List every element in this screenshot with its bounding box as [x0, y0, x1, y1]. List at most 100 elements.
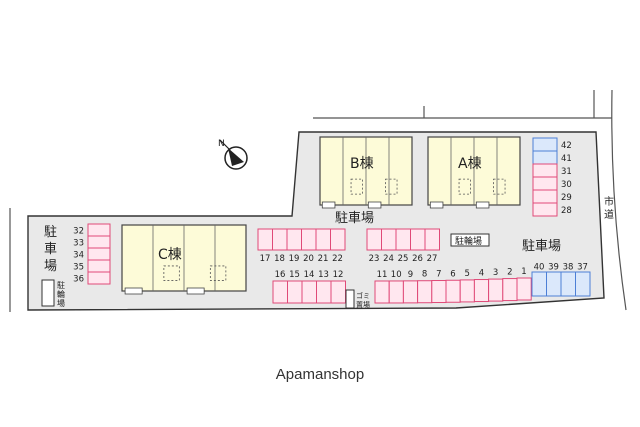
parking-spot-number: 22 [332, 254, 343, 264]
parking-spot-36: 36 [73, 271, 111, 285]
parking-spot-22: 22 [330, 228, 346, 264]
right-road-edge [611, 89, 627, 311]
parking-spot-number: 9 [408, 270, 413, 280]
road-label-1: 市 [604, 195, 614, 208]
building-a: A棟 [427, 136, 521, 209]
parking-spot-number: 15 [289, 270, 300, 280]
north-arrow-icon: N [218, 139, 248, 170]
parking-spot-number: 21 [318, 254, 329, 264]
parking-spot-number: 37 [577, 263, 588, 273]
parking-spot-27: 27 [424, 228, 440, 264]
parking-spot-number: 29 [561, 193, 572, 203]
parking-spot-number: 12 [333, 270, 344, 280]
parking-spot-number: 19 [289, 254, 300, 264]
parking-spot-15: 15 [287, 270, 303, 304]
parking-spot-number: 31 [561, 167, 572, 177]
parking-spot-10: 10 [388, 270, 404, 304]
parking-spot-12: 12 [330, 270, 346, 304]
parking-spot-13: 13 [316, 270, 332, 304]
parking-spot-number: 17 [260, 254, 271, 264]
bike-parking-center [450, 233, 490, 247]
svg-text:輪: 輪 [57, 289, 65, 299]
parking-spot-number: 35 [73, 263, 84, 273]
parking-spot-number: 26 [412, 254, 423, 264]
parking-spot-number: 23 [369, 254, 380, 264]
parking-spot-number: 24 [383, 254, 394, 264]
parking-spot-29: 29 [532, 189, 572, 204]
garbage-label-1: ゴミ [356, 291, 370, 300]
building-name: A棟 [458, 156, 482, 172]
parking-spot-35: 35 [73, 259, 111, 273]
road-label-2: 道 [604, 208, 614, 221]
parking-spot-number: 8 [422, 270, 427, 280]
parking-spot-number: 40 [534, 263, 545, 273]
lot-label-left: 駐 車 場 [44, 225, 57, 274]
parking-spot-8: 8 [417, 270, 433, 304]
parking-spot-26: 26 [410, 228, 426, 264]
parking-spot-number: 38 [563, 263, 574, 273]
parking-spot-number: 33 [73, 239, 84, 249]
garbage-area [345, 289, 355, 309]
parking-spot-16: 16 [272, 270, 288, 304]
building-name: B棟 [350, 156, 374, 172]
parking-spot-19: 19 [286, 228, 302, 264]
parking-spot-25: 25 [395, 228, 411, 264]
parking-spot-34: 34 [73, 247, 111, 261]
garbage-label-2: 置場 [356, 300, 370, 309]
parking-spot-number: 42 [561, 141, 572, 151]
lot-label-right: 駐車場 [522, 239, 561, 254]
parking-spot-number: 6 [450, 269, 455, 279]
parking-spot-21: 21 [315, 228, 331, 264]
parking-spot-number: 3 [493, 268, 498, 278]
parking-spot-20: 20 [301, 228, 317, 264]
parking-spot-number: 39 [548, 263, 559, 273]
parking-spot-11: 11 [374, 270, 390, 304]
svg-text:駐: 駐 [57, 280, 65, 290]
parking-spot-14: 14 [301, 270, 317, 304]
parking-spot-number: 30 [561, 180, 572, 190]
svg-text:N: N [218, 139, 225, 149]
svg-text:場: 場 [57, 298, 65, 308]
parking-spot-24: 24 [381, 228, 397, 264]
lot-label-left-3: 場 [44, 259, 57, 274]
building-c: C棟 [121, 224, 247, 295]
parking-spot-number: 36 [73, 275, 84, 285]
parking-spot-18: 18 [272, 228, 288, 264]
parking-spot-number: 7 [436, 270, 441, 280]
parking-spot-number: 18 [274, 254, 285, 264]
lot-label-left-1: 駐 [44, 225, 57, 240]
parking-spot-number: 14 [304, 270, 315, 280]
parking-spot-number: 5 [464, 269, 469, 279]
lot-label-left-2: 車 [44, 242, 57, 257]
credit-text: Apamanshop [275, 366, 365, 383]
parking-spot-17: 17 [257, 228, 273, 264]
parking-spot-number: 20 [303, 254, 314, 264]
parking-spot-32: 32 [73, 223, 111, 237]
parking-spot-39: 39 [546, 263, 562, 297]
parking-spot-number: 32 [73, 227, 84, 237]
parking-spot-number: 27 [427, 254, 438, 264]
parking-spot-number: 11 [377, 270, 388, 280]
parking-spot-1: 1 [516, 267, 532, 301]
parking-spot-33: 33 [73, 235, 111, 249]
bike-parking-left [41, 279, 55, 307]
parking-spot-number: 1 [521, 267, 526, 277]
bike-parking-left-label: 駐 輪 場 [57, 280, 65, 308]
parking-spot-number: 28 [561, 206, 572, 216]
buildings: A棟 B棟 C棟 [121, 136, 521, 295]
parking-spot-28: 28 [532, 202, 572, 217]
parking-spot-number: 16 [275, 270, 286, 280]
parking-spot-number: 13 [318, 270, 329, 280]
bike-parking-center-label: 駐輪場 [455, 235, 482, 247]
parking-spot-30: 30 [532, 176, 572, 191]
parking-spot-number: 41 [561, 154, 572, 164]
parking-spot-number: 2 [507, 268, 512, 278]
parking-spot-number: 10 [391, 270, 402, 280]
parking-spot-number: 25 [398, 254, 409, 264]
parking-spot-38: 38 [560, 263, 576, 297]
parking-spot-number: 4 [479, 269, 484, 279]
building-b: B棟 [319, 136, 413, 209]
